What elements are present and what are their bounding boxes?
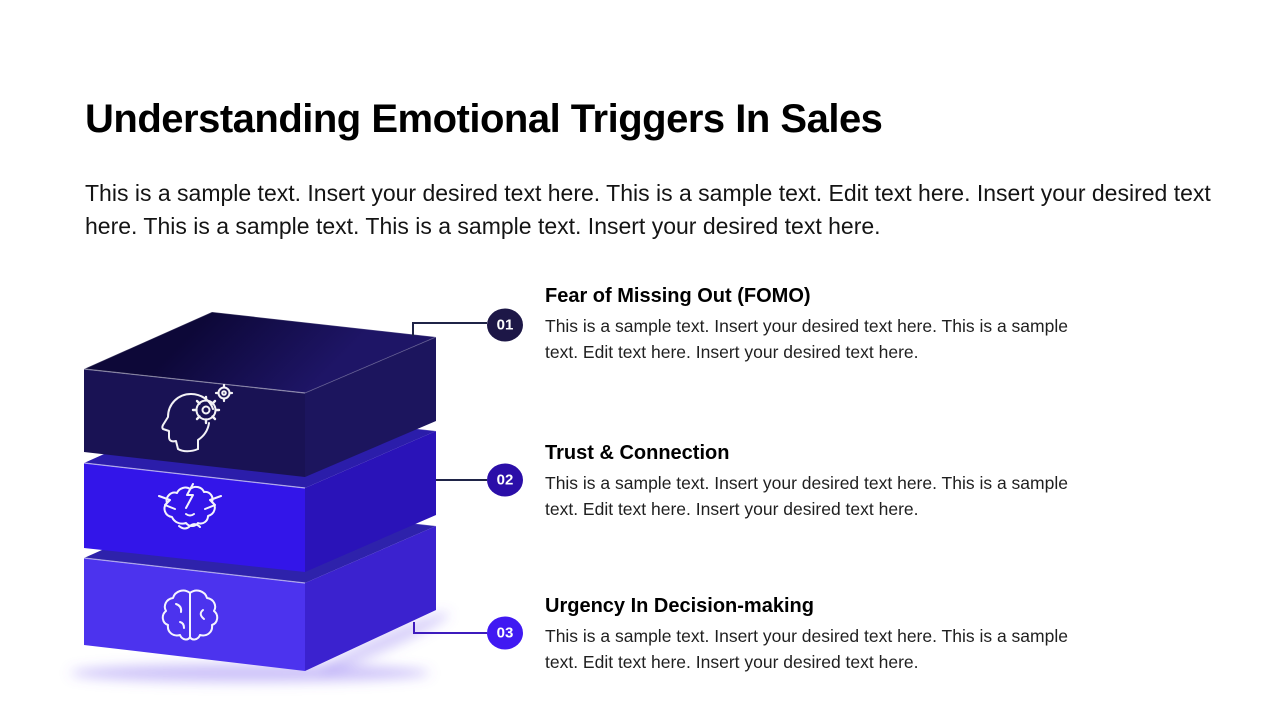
- item-body: This is a sample text. Insert your desir…: [545, 316, 1068, 362]
- list-item-trust: Trust & Connection This is a sample text…: [545, 440, 1101, 522]
- number-badge-3: 03: [487, 616, 523, 650]
- page-title: Understanding Emotional Triggers In Sale…: [85, 97, 883, 141]
- connector-line-3: [413, 622, 487, 634]
- box-1: [83, 311, 437, 477]
- item-body: This is a sample text. Insert your desir…: [545, 473, 1068, 519]
- head-gears-icon: [161, 383, 234, 453]
- brain-icon: [161, 589, 219, 641]
- intro-text: This is a sample text. Insert your desir…: [85, 180, 1211, 239]
- item-heading: Trust & Connection: [545, 442, 730, 464]
- list-item-fomo: Fear of Missing Out (FOMO) This is a sam…: [545, 283, 1101, 365]
- item-heading: Fear of Missing Out (FOMO): [545, 285, 811, 307]
- box-shadow: [70, 612, 450, 682]
- stressed-brain-icon: [158, 483, 222, 530]
- badge-number-label: 01: [497, 317, 514, 334]
- item-heading: Urgency In Decision-making: [545, 595, 814, 617]
- number-badge-1: 01: [487, 308, 523, 342]
- list-item-urgency: Urgency In Decision-making This is a sam…: [545, 593, 1101, 675]
- item-body: This is a sample text. Insert your desir…: [545, 626, 1068, 672]
- badge-number-label: 02: [497, 472, 514, 489]
- connector-line-1: [412, 322, 487, 336]
- badge-number-label: 03: [497, 625, 514, 642]
- number-badge-2: 02: [487, 463, 523, 497]
